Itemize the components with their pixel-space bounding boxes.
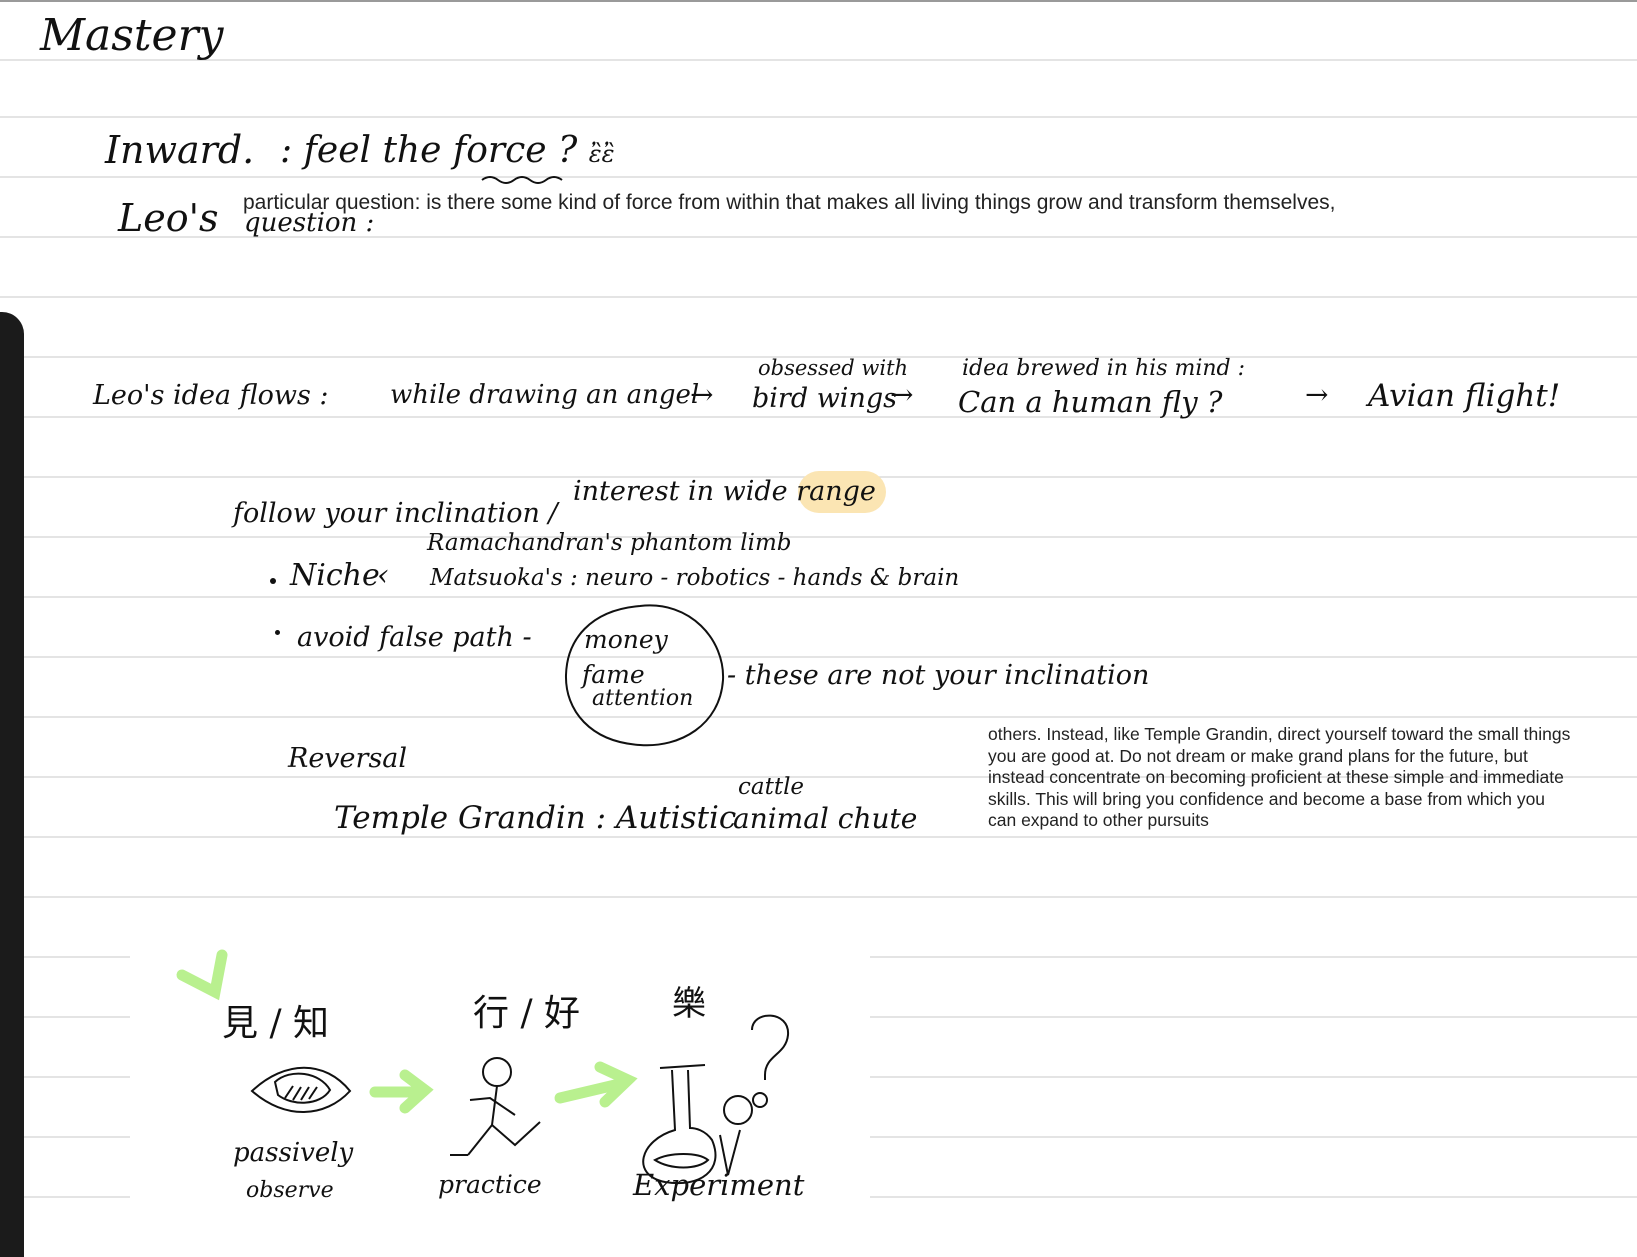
circle-note: - these are not your inclination — [727, 660, 1150, 691]
idea-step-3: Can a human fly ? — [958, 385, 1223, 419]
niche-label: Niche — [290, 558, 380, 593]
interest-text: interest in wide — [573, 476, 788, 507]
idea-step-1: while drawing an angel — [390, 380, 700, 410]
page-title: Mastery — [40, 10, 224, 61]
niche-item-2: Matsuoka's : neuro - robotics - hands & … — [430, 565, 960, 591]
pasted-question-text: particular question: is there some kind … — [243, 191, 1336, 214]
circle-item-fame: fame — [582, 660, 645, 689]
circle-item-money: money — [584, 625, 668, 654]
stage-3-caption: Experiment — [633, 1168, 805, 1202]
flask-icon — [642, 1014, 790, 1185]
idea-step-2: bird wings — [752, 383, 897, 414]
niche-item-1: Ramachandran's phantom limb — [427, 530, 792, 556]
interest-highlight-word: range — [796, 476, 876, 507]
reversal-label: Reversal — [288, 743, 408, 774]
inward-glyphs: ἒἒ — [588, 140, 615, 168]
animal-chute: animal chute — [733, 802, 918, 835]
arrow-icon-2: → — [890, 378, 914, 411]
idea-step-3-note: idea brewed in his mind : — [962, 356, 1246, 381]
niche-bullet — [270, 578, 276, 584]
pasted-reversal-text: others. Instead, like Temple Grandin, di… — [988, 724, 1571, 830]
arrow-icon-3: → — [1305, 378, 1329, 411]
page-scroll-handle[interactable] — [0, 312, 24, 1257]
stage-3-kanji: 樂 — [672, 984, 706, 1024]
temple-grandin-line: Temple Grandin : Autistic — [334, 800, 737, 836]
stage-2-caption: practice — [438, 1170, 542, 1199]
stage-1-caption-2: observe — [246, 1178, 334, 1203]
avoid-bullet — [275, 630, 280, 635]
interest-note: interest in wide range — [573, 476, 876, 507]
idea-step-2-note: obsessed with — [758, 356, 909, 380]
inward-text-body: : feel the force ? — [280, 130, 589, 171]
circle-item-attention: attention — [592, 686, 694, 711]
leo-label: Leo's — [118, 196, 219, 240]
niche-brace-icon: ‹ — [377, 558, 389, 593]
inward-text: : feel the force ? ἒἒ — [280, 130, 615, 171]
idea-step-4: Avian flight! — [1368, 378, 1561, 414]
avoid-label: avoid false path - — [297, 622, 532, 653]
idea-flow-label: Leo's idea flows : — [93, 380, 329, 411]
inward-label: Inward. — [105, 128, 255, 172]
follow-inclination: follow your inclination / — [233, 498, 558, 529]
stage-1-kanji: 見 / 知 — [222, 1003, 330, 1044]
cattle-note: cattle — [738, 774, 805, 800]
question-label: question : — [244, 208, 375, 238]
arrow-icon-1: → — [690, 378, 714, 411]
stage-2-kanji: 行 / 好 — [473, 993, 581, 1034]
range-highlight — [798, 471, 886, 513]
running-figure-icon — [450, 1057, 541, 1156]
stage-1-caption: passively — [233, 1138, 354, 1168]
eye-icon — [250, 1066, 352, 1113]
